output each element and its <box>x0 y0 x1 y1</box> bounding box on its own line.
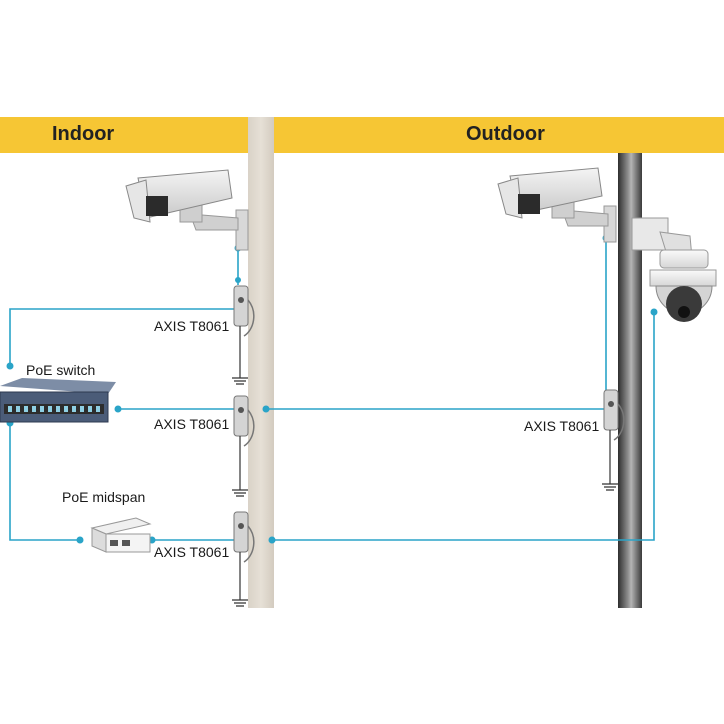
adapter-2-icon <box>232 395 255 497</box>
cable-dome <box>272 312 655 541</box>
adapter-1-icon <box>232 285 255 385</box>
poe-switch-label: PoE switch <box>26 362 96 378</box>
adapter-3-label: AXIS T8061 <box>154 544 230 560</box>
adapter-2-label: AXIS T8061 <box>154 416 230 432</box>
cable-switch-up <box>9 308 236 366</box>
adapter-1-label: AXIS T8061 <box>154 318 230 334</box>
outdoor-camera-icon <box>497 167 617 243</box>
indoor-camera-icon <box>125 169 249 251</box>
adapter-3-icon <box>232 511 255 607</box>
poe-midspan-icon <box>90 517 152 553</box>
poe-midspan-label: PoE midspan <box>62 489 146 505</box>
outdoor-band: Outdoor <box>274 117 724 153</box>
dome-camera-icon <box>631 217 717 322</box>
indoor-title: Indoor <box>52 123 115 145</box>
adapter-4-label: AXIS T8061 <box>524 418 600 434</box>
cables <box>9 238 655 541</box>
indoor-band: Indoor <box>0 117 248 153</box>
poe-switch-icon <box>0 378 116 423</box>
wall <box>248 117 274 608</box>
adapter-4-icon <box>602 389 625 491</box>
outdoor-title: Outdoor <box>466 123 545 145</box>
cable-switch-midspan <box>9 423 80 541</box>
